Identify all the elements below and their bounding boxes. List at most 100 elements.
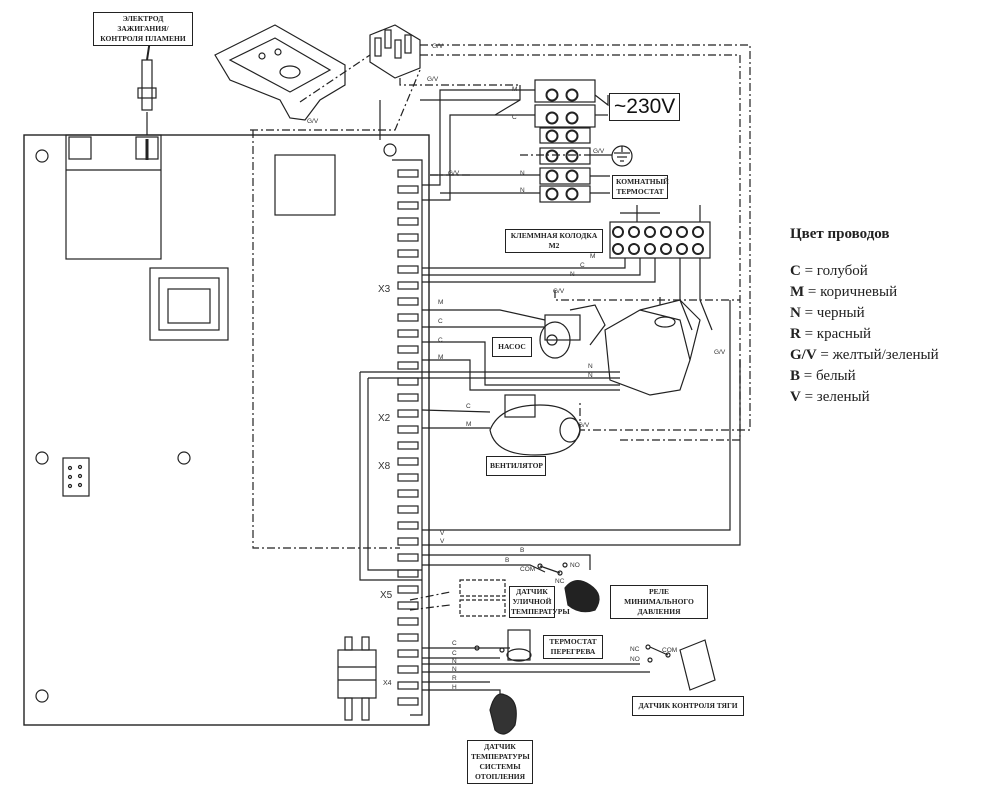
terminal-screw xyxy=(660,226,672,238)
connector-pin xyxy=(397,249,419,258)
terminal-screw xyxy=(545,169,559,183)
connector-pin xyxy=(397,585,419,594)
connector-pin xyxy=(397,425,419,434)
legend-meaning: = белый xyxy=(800,368,856,384)
legend-item: N = черный xyxy=(790,303,939,324)
wire-label-gv: G/V xyxy=(593,148,605,155)
connector-pin xyxy=(397,409,419,418)
min-pressure-relay xyxy=(537,562,600,613)
terminal-screw xyxy=(565,88,579,102)
min-pressure-relay-line: РЕЛЕ МИНИМАЛЬНОГО xyxy=(624,587,694,606)
connector-pin xyxy=(397,201,419,210)
legend-item: M = коричневый xyxy=(790,282,939,303)
terminal-screw xyxy=(565,149,579,163)
wire-label-n: N xyxy=(520,170,525,177)
wire-label-n: N xyxy=(588,372,593,379)
wire-label-n: N xyxy=(452,666,457,673)
connector-pin xyxy=(397,345,419,354)
electrode-label: ЭЛЕКТРОД ЗАЖИГАНИЯ/ КОНТРОЛЯ ПЛАМЕНИ xyxy=(93,12,193,46)
connector-pin xyxy=(397,633,419,642)
control-board xyxy=(23,130,430,726)
heating-sensor-line: ДАТЧИК xyxy=(484,742,516,751)
connector-pin xyxy=(397,329,419,338)
outdoor-sensor xyxy=(459,579,506,617)
wire-label-gv: G/V xyxy=(553,288,565,295)
legend-title: Цвет проводов xyxy=(790,226,890,242)
connector-pin xyxy=(397,297,419,306)
pump-label: НАСОС xyxy=(492,337,532,357)
electrode-label-line: КОНТРОЛЯ ПЛАМЕНИ xyxy=(100,34,186,43)
terminal-screw xyxy=(612,243,624,255)
legend-item: C = голубой xyxy=(790,261,939,282)
wire-label-n: N xyxy=(452,658,457,665)
legend-item: B = белый xyxy=(790,366,939,387)
fuse-holder xyxy=(337,636,377,721)
connector-x4: X4 xyxy=(383,680,392,687)
legend-code: V xyxy=(790,389,801,405)
terminal-screw xyxy=(676,226,688,238)
connector-pin xyxy=(397,521,419,530)
connector-x3: X3 xyxy=(378,284,391,295)
terminal-block-line: КЛЕММНАЯ КОЛОДКА xyxy=(510,231,598,240)
legend-item: V = зеленый xyxy=(790,387,939,408)
wire-label-gv: G/V xyxy=(578,422,590,429)
outdoor-sensor-label: ДАТЧИК УЛИЧНОЙ ТЕМПЕРАТУРЫ xyxy=(509,586,570,618)
earth-lugs xyxy=(369,24,421,79)
connector-pin xyxy=(397,233,419,242)
room-thermostat-line: КОМНАТНЫЙ xyxy=(616,177,669,186)
heating-sensor-line: ТЕМПЕРАТУРЫ xyxy=(471,752,530,761)
terminal-screw xyxy=(565,129,579,143)
draft-sensor-label: ДАТЧИК КОНТРОЛЯ ТЯГИ xyxy=(632,696,744,716)
legend-meaning: = зеленый xyxy=(800,389,870,405)
mount-hole xyxy=(383,143,397,157)
legend-code: C xyxy=(790,263,801,279)
connector-pin xyxy=(397,681,419,690)
connector-pin xyxy=(397,393,419,402)
wire-label-n: N xyxy=(588,363,593,370)
wire-label-gv: G/V xyxy=(432,43,444,50)
connector-pin xyxy=(397,569,419,578)
wire-label-nc: NC xyxy=(555,578,565,585)
wire-label-c: C xyxy=(438,337,443,344)
overheat-thermostat-line: ТЕРМОСТАТ xyxy=(549,637,597,646)
connector-pin xyxy=(397,361,419,370)
wire-label-b: B xyxy=(505,557,510,564)
connector-pin xyxy=(397,697,419,706)
wire-label-gv: G/V xyxy=(448,170,460,177)
connector-housing xyxy=(392,159,423,716)
wire-label-gv: G/V xyxy=(427,76,439,83)
min-pressure-relay-line: ДАВЛЕНИЯ xyxy=(637,607,681,616)
room-thermostat-line: ТЕРМОСТАТ xyxy=(616,187,664,196)
wire-label-v: V xyxy=(440,538,445,545)
wire-label-no: NO xyxy=(570,562,580,569)
burner-bracket xyxy=(214,24,346,121)
connector-pin xyxy=(397,665,419,674)
terminal-screw xyxy=(628,226,640,238)
gas-valve xyxy=(604,299,701,396)
wire-label-b: B xyxy=(520,547,525,554)
outdoor-sensor-line: ДАТЧИК xyxy=(516,587,548,596)
terminal-screw xyxy=(692,226,704,238)
wire-label-n: N xyxy=(520,187,525,194)
heating-sensor xyxy=(489,693,517,735)
terminal-block-line: M2 xyxy=(548,241,560,250)
draft-sensor xyxy=(645,639,716,691)
wire-label-no: NO xyxy=(630,656,640,663)
legend-meaning: = желтый/зеленый xyxy=(816,347,939,363)
connector-pin xyxy=(397,377,419,386)
legend-code: B xyxy=(790,368,801,384)
outdoor-sensor-line: ТЕМПЕРАТУРЫ xyxy=(511,607,570,616)
heating-sensor-line: СИСТЕМЫ xyxy=(479,762,521,771)
terminal-screw xyxy=(644,226,656,238)
connector-pin xyxy=(397,313,419,322)
electrode-label-line: ЭЛЕКТРОД ЗАЖИГАНИЯ/ xyxy=(117,14,169,33)
fan xyxy=(489,394,581,456)
earth-symbol xyxy=(611,145,633,167)
wire-label-r: R xyxy=(452,675,457,682)
board-socket xyxy=(62,457,90,497)
wire-label-com: COM xyxy=(520,566,536,573)
wire-label-m: M xyxy=(512,86,518,93)
connector-pin xyxy=(397,169,419,178)
pump xyxy=(539,304,606,359)
